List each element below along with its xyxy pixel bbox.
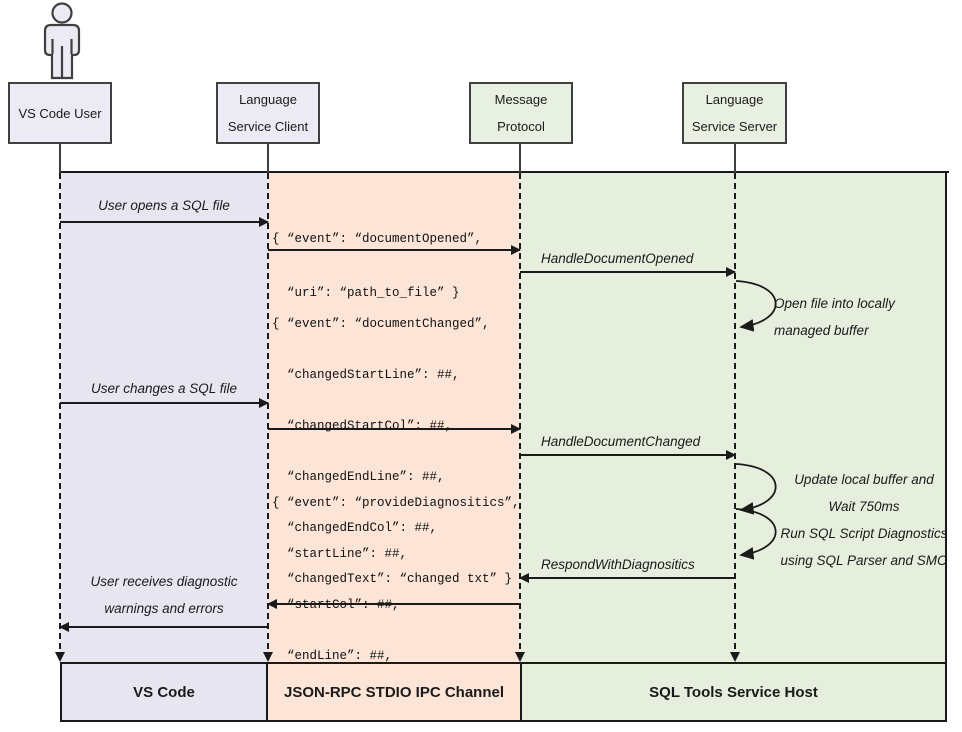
- connector-client: [267, 144, 269, 173]
- note-line: Wait 750ms: [828, 499, 900, 514]
- payload-line: “startLine”: ##,: [272, 547, 408, 561]
- footer-label: VS Code: [133, 683, 195, 701]
- payload-line: “changedStartLine”: ##,: [272, 368, 460, 382]
- message-label-receive-diagnostics-line1: User receives diagnostic: [90, 574, 238, 589]
- participant-language-service-client: Language Service Client: [216, 82, 320, 144]
- lifeline-server: [734, 173, 736, 649]
- note-line: managed buffer: [774, 323, 869, 338]
- arrow-client-to-protocol-open: [268, 245, 521, 255]
- arrow-user-to-client-open: [60, 217, 269, 227]
- note-line: Run SQL Script Diagnostics: [780, 526, 948, 541]
- participant-label-line1: Language: [705, 92, 764, 107]
- payload-line: “changedEndLine”: ##,: [272, 470, 445, 484]
- connector-user: [59, 144, 61, 173]
- arrowhead-down-icon: [263, 652, 273, 662]
- note-line: using SQL Parser and SMO: [780, 553, 948, 568]
- footer-box-vscode: VS Code: [60, 662, 268, 722]
- connector-protocol: [519, 144, 521, 173]
- note-update-buffer: Update local buffer and Wait 750ms: [768, 466, 960, 520]
- participant-label-line1: Language: [239, 92, 297, 107]
- arrowhead-down-icon: [730, 652, 740, 662]
- participant-label: VS Code User: [18, 105, 102, 121]
- arrowhead-right-icon: [259, 398, 269, 408]
- arrow-protocol-to-client-respond: [267, 599, 520, 609]
- participant-label-line1: Message: [494, 92, 548, 107]
- arrowhead-down-icon: [55, 652, 65, 662]
- arrow-protocol-to-server-change: [520, 450, 736, 460]
- host-band: [520, 173, 947, 662]
- message-label-open-file: User opens a SQL file: [98, 198, 230, 213]
- ipc-band: [268, 173, 520, 662]
- payload-line: “changedText”: “changed txt” }: [272, 572, 513, 586]
- arrowhead-right-icon: [726, 267, 736, 277]
- participant-label-line2: Service Client: [227, 119, 309, 134]
- vscode-band: [60, 173, 268, 662]
- arrow-server-to-protocol-respond: [519, 573, 735, 583]
- footer-box-service-host: SQL Tools Service Host: [520, 662, 947, 722]
- message-label-handle-document-changed: HandleDocumentChanged: [541, 434, 701, 449]
- participant-vscode-user: VS Code User: [8, 82, 112, 144]
- arrowhead-right-icon: [511, 424, 521, 434]
- diagram-right-border: [945, 171, 947, 662]
- payload-line: “changedEndCol”: ##,: [272, 521, 438, 535]
- arrowhead-left-icon: [519, 573, 529, 583]
- diagram-top-border: [59, 171, 949, 173]
- payload-line: { “event”: “provideDiagnositics”,: [272, 496, 520, 510]
- message-label-respond-with-diagnostics: RespondWithDiagnositics: [541, 557, 695, 572]
- arrow-protocol-to-server-open: [520, 267, 736, 277]
- arrowhead-right-icon: [259, 217, 269, 227]
- arrow-user-to-client-change: [60, 398, 269, 408]
- connector-server: [734, 144, 736, 173]
- note-open-buffer: Open file into locally managed buffer: [774, 290, 895, 344]
- payload-provide-diagnostics: { “event”: “provideDiagnositics”, “start…: [272, 464, 520, 732]
- footer-label: SQL Tools Service Host: [649, 683, 818, 701]
- arrowhead-down-icon: [515, 652, 525, 662]
- arrowhead-right-icon: [511, 245, 521, 255]
- participant-label-line2: Protocol: [497, 119, 545, 134]
- participant-message-protocol: Message Protocol: [469, 82, 573, 144]
- payload-line: “changedStartCol”: ##,: [272, 419, 453, 433]
- payload-line: { “event”: “documentChanged”,: [272, 317, 490, 331]
- arrowhead-left-icon: [59, 622, 69, 632]
- payload-line: “startCol”: ##,: [272, 598, 400, 612]
- lifeline-protocol: [519, 173, 521, 649]
- arrow-client-to-protocol-change: [268, 424, 521, 434]
- person-icon: [43, 2, 81, 80]
- payload-line: “endLine”: ##,: [272, 649, 393, 663]
- footer-box-ipc-channel: JSON-RPC STDIO IPC Channel: [266, 662, 522, 722]
- note-line: Update local buffer and: [794, 472, 934, 487]
- arrowhead-left-icon: [267, 599, 277, 609]
- footer-label: JSON-RPC STDIO IPC Channel: [283, 683, 505, 701]
- arrowhead-right-icon: [726, 450, 736, 460]
- payload-line: “uri”: “path_to_file” }: [272, 286, 460, 300]
- lifeline-user: [59, 173, 61, 649]
- message-label-receive-diagnostics-line2: warnings and errors: [104, 601, 224, 616]
- payload-line: { “event”: “documentOpened”,: [272, 232, 483, 246]
- participant-language-service-server: Language Service Server: [682, 82, 787, 144]
- note-line: Open file into locally: [774, 296, 895, 311]
- participant-label-line2: Service Server: [691, 119, 778, 134]
- message-label-handle-document-opened: HandleDocumentOpened: [541, 251, 694, 266]
- note-run-diagnostics: Run SQL Script Diagnostics using SQL Par…: [768, 520, 960, 574]
- payload-document-opened: { “event”: “documentOpened”, “uri”: “pat…: [272, 198, 482, 334]
- lifeline-client: [267, 173, 269, 649]
- message-label-change-file: User changes a SQL file: [90, 381, 238, 396]
- arrow-client-to-user-respond: [59, 622, 268, 632]
